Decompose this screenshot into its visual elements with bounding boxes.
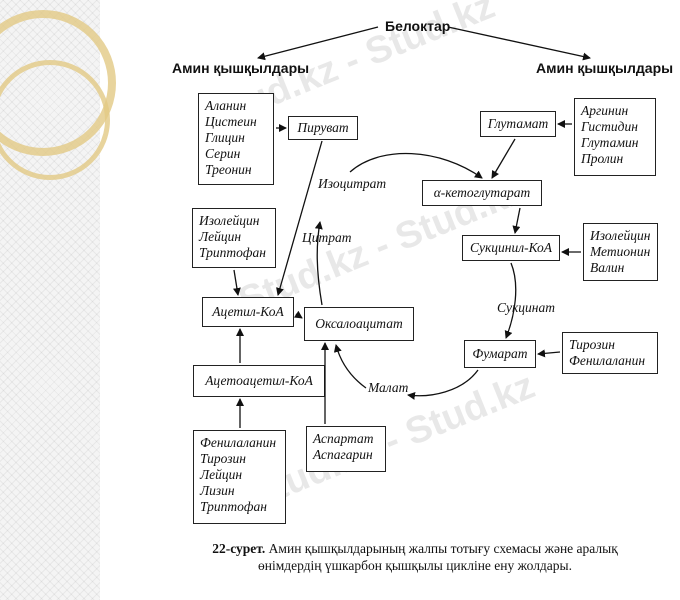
list-item: Изолейцин [590, 228, 651, 243]
succinyl-coa-node: Сукцинил-КоА [462, 235, 560, 261]
arrow [333, 344, 367, 389]
list-item: Метионин [590, 244, 651, 259]
left-heading: Амин қышқылдары [172, 60, 310, 76]
list-item: Цистеин [205, 114, 257, 129]
list-item: Аспагарин [313, 447, 373, 462]
arrow [447, 26, 591, 61]
list-item: Триптофан [199, 245, 266, 260]
arrow [491, 138, 516, 179]
figure-number: 22-сурет. [212, 541, 266, 556]
list-item: Тирозин [200, 451, 246, 466]
arrow [512, 207, 521, 234]
isocitrate-label: Изоцитрат [318, 176, 387, 191]
list-item: Фенилаланин [569, 353, 646, 368]
acetoacetyl-coa-node: Ацетоацетил-КоА [193, 365, 325, 397]
succinate-label: Сукцинат [497, 300, 556, 315]
list-item: Тирозин [569, 337, 615, 352]
list-item: Гистидин [581, 119, 638, 134]
acetyl-coa-node: Ацетил-КоА [202, 297, 294, 327]
list-item: Фенилаланин [200, 435, 277, 450]
list-item: Триптофан [200, 499, 267, 514]
arrow [232, 269, 241, 296]
list-item: Лейцин [200, 467, 243, 482]
fumarate-node: Фумарат [464, 340, 536, 368]
arrow [276, 140, 323, 296]
bottom-center-amino-acid-list: Аспартат Аспагарин [306, 426, 386, 472]
arrow [293, 310, 303, 319]
pyruvate-node: Пируват [288, 116, 358, 140]
left-top-amino-acid-list: Аланин Цистеин Глицин Серин Треонин [198, 93, 274, 185]
arrow [257, 26, 379, 61]
caption-line-2: өнімдердің үшкарбон қышқылы цикліне ену … [257, 558, 572, 573]
alpha-ketoglutarate-node: α-кетоглутарат [422, 180, 542, 206]
arrow [537, 349, 561, 358]
left-bottom-amino-acid-list: Фенилаланин Тирозин Лейцин Лизин Триптоф… [193, 430, 286, 524]
list-item: Глицин [205, 130, 245, 145]
list-item: Изолейцин [199, 213, 260, 228]
oxaloacetate-node: Оксалоацитат [304, 307, 414, 341]
list-item: Аспартат [313, 431, 374, 446]
list-item: Треонин [205, 162, 252, 177]
right-middle-amino-acid-list: Изолейцин Метионин Валин [583, 223, 658, 281]
arrow [504, 262, 517, 339]
list-item: Лизин [200, 483, 235, 498]
diagram-title: Белоктар [385, 18, 451, 34]
glutamate-node: Глутамат [480, 111, 556, 137]
list-item: Аланин [205, 98, 247, 113]
caption-line-1: Амин қышқылдарының жалпы тотығу схемасы … [268, 541, 618, 556]
citrate-label: Цитрат [302, 230, 352, 245]
decorative-ring [0, 60, 110, 180]
right-heading: Амин қышқылдары [536, 60, 674, 76]
list-item: Аргинин [581, 103, 629, 118]
malate-label: Малат [368, 380, 409, 395]
list-item: Лейцин [199, 229, 242, 244]
list-item: Глутамин [581, 135, 639, 150]
list-item: Серин [205, 146, 241, 161]
arrow [349, 152, 483, 179]
figure-caption: 22-сурет. Амин қышқылдарының жалпы тотығ… [170, 540, 660, 574]
right-top-amino-acid-list: Аргинин Гистидин Глутамин Пролин [574, 98, 656, 176]
arrow [407, 369, 479, 400]
left-middle-amino-acid-list: Изолейцин Лейцин Триптофан [192, 208, 276, 268]
right-lower-amino-acid-list: Тирозин Фенилаланин [562, 332, 658, 374]
list-item: Валин [590, 260, 625, 275]
list-item: Пролин [581, 151, 624, 166]
arrow [314, 221, 323, 306]
